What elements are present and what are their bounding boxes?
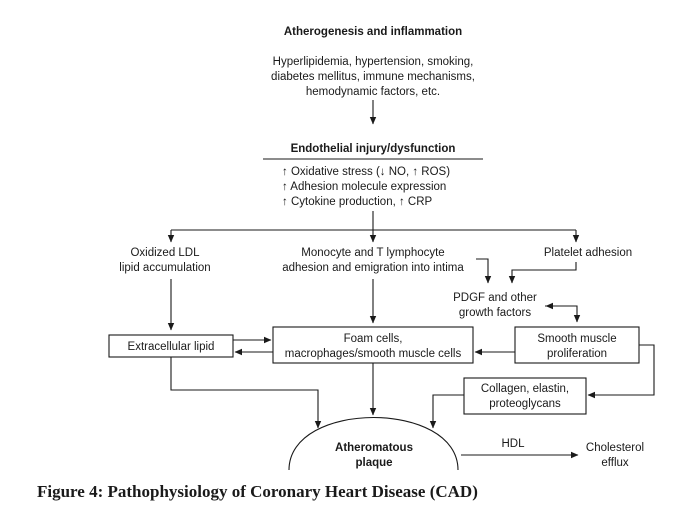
risk-factors-line-1: Hyperlipidemia, hypertension, smoking,	[273, 56, 474, 68]
plaque-line-2: plaque	[355, 457, 392, 469]
foam-cells-line-1: Foam cells,	[344, 333, 403, 345]
risk-factors-line-3: hemodynamic factors, etc.	[306, 86, 440, 98]
pdgf-line-1: PDGF and other	[453, 292, 537, 304]
oxidized-ldl-line-2: lipid accumulation	[119, 262, 210, 274]
plaque-line-1: Atheromatous	[335, 442, 413, 454]
oxidized-ldl-line-1: Oxidized LDL	[130, 247, 200, 259]
monocyte-line-1: Monocyte and T lymphocyte	[301, 247, 444, 259]
collagen-box	[463, 377, 587, 415]
platelet-adhesion-label: Platelet adhesion	[544, 247, 632, 259]
pdgf-line-2: growth factors	[459, 307, 531, 319]
figure-caption: Figure 4: Pathophysiology of Coronary He…	[37, 482, 478, 501]
smooth-muscle-line-1: Smooth muscle	[537, 333, 616, 345]
foam-cells-box	[272, 326, 474, 364]
smooth-muscle-line-2: proliferation	[547, 348, 607, 360]
arrow-monocyte-to-pdgf	[476, 258, 492, 284]
smooth-muscle-box	[514, 326, 640, 364]
cholesterol-efflux-line-2: efflux	[601, 457, 629, 469]
endothelial-item-adhesion: ↑ Adhesion molecule expression	[282, 181, 446, 193]
arrow-platelet-to-pdgf	[508, 262, 577, 284]
monocyte-line-2: adhesion and emigration into intima	[282, 262, 464, 274]
endothelial-item-oxidative-stress: ↑ Oxidative stress (↓ NO, ↑ ROS)	[282, 166, 450, 178]
risk-factors-line-2: diabetes mellitus, immune mechanisms,	[271, 71, 475, 83]
atheromatous-plaque-shape	[288, 416, 459, 471]
cholesterol-efflux-line-1: Cholesterol	[586, 442, 644, 454]
collagen-line-2: proteoglycans	[489, 398, 561, 410]
arrow-collagen-to-plaque	[429, 394, 464, 429]
extracellular-lipid-label: Extracellular lipid	[128, 341, 215, 353]
hdl-label: HDL	[501, 438, 525, 450]
collagen-line-1: Collagen, elastin,	[481, 383, 569, 395]
diagram-title: Atherogenesis and inflammation	[284, 26, 462, 38]
arrow-pdgf-to-smooth-muscle	[545, 305, 581, 323]
endothelial-title: Endothelial injury/dysfunction	[291, 143, 456, 155]
arrow-smooth-muscle-to-collagen	[587, 344, 655, 399]
endothelial-item-cytokine: ↑ Cytokine production, ↑ CRP	[282, 196, 433, 208]
arrow-extracellular-to-plaque	[170, 357, 322, 429]
foam-cells-line-2: macrophages/smooth muscle cells	[285, 348, 462, 360]
